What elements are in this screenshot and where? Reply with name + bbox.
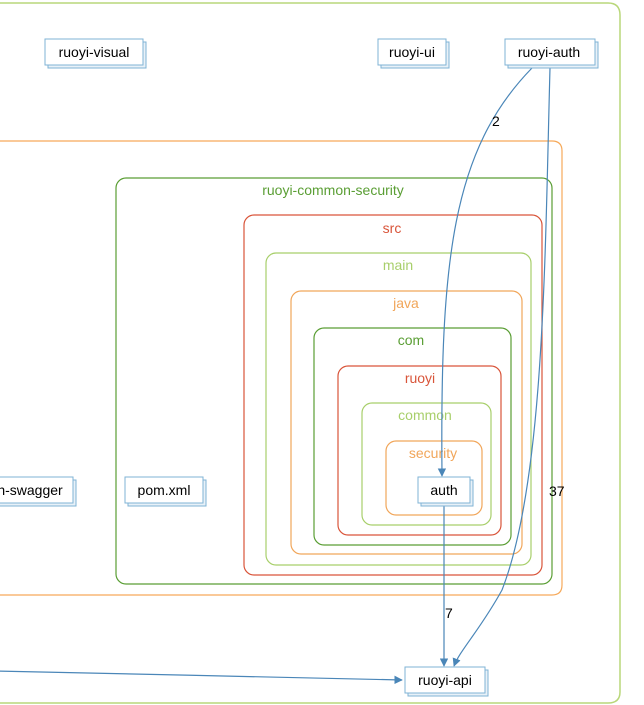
node-label-ruoyi-auth: ruoyi-auth: [518, 44, 580, 60]
node-ruoyi-visual[interactable]: ruoyi-visual: [44, 38, 147, 69]
group-src: [243, 214, 543, 576]
node-ruoyi-auth[interactable]: ruoyi-auth: [504, 38, 599, 69]
node-label-pom-xml: pom.xml: [138, 482, 191, 498]
edge-label-ruoyi-auth-to-ruoyi-api: 37: [549, 483, 565, 499]
group-label-ruoyi: ruoyi: [405, 370, 435, 386]
node-ruoyi-api[interactable]: ruoyi-api: [404, 666, 489, 697]
group-security: [385, 440, 483, 516]
node-swagger[interactable]: n-swagger: [0, 476, 77, 507]
group-label-com: com: [398, 332, 424, 348]
group-label-ruoyi-common-security: ruoyi-common-security: [262, 182, 404, 198]
node-label-ruoyi-api: ruoyi-api: [418, 672, 472, 688]
group-ruoyi-common-security: [115, 177, 553, 585]
group-label-java: java: [392, 295, 419, 311]
edge-ruoyi-auth-to-ruoyi-api: [452, 67, 551, 667]
node-ruoyi-ui[interactable]: ruoyi-ui: [377, 38, 450, 69]
outer-module-frame: [0, 2, 621, 704]
edge-ruoyi-auth-to-auth: [437, 67, 533, 477]
group-label-security: security: [409, 445, 457, 461]
orange-module-frame: [0, 140, 563, 596]
node-label-ruoyi-ui: ruoyi-ui: [389, 44, 435, 60]
edge-left-to-ruoyi-api: [0, 670, 403, 685]
group-common: [361, 402, 492, 526]
group-label-main: main: [383, 257, 413, 273]
node-label-ruoyi-visual: ruoyi-visual: [59, 44, 130, 60]
group-main: [265, 252, 532, 566]
group-ruoyi: [337, 365, 502, 536]
node-label-auth: auth: [430, 482, 457, 498]
node-pom-xml[interactable]: pom.xml: [124, 476, 207, 507]
node-auth[interactable]: auth: [417, 476, 474, 507]
group-java: [290, 290, 523, 555]
edge-label-auth-to-ruoyi-api: 7: [445, 605, 453, 621]
group-label-common: common: [398, 407, 452, 423]
edge-label-ruoyi-auth-to-auth: 2: [492, 113, 500, 129]
group-label-src: src: [383, 220, 402, 236]
node-label-swagger: n-swagger: [0, 482, 63, 498]
group-com: [313, 327, 512, 546]
